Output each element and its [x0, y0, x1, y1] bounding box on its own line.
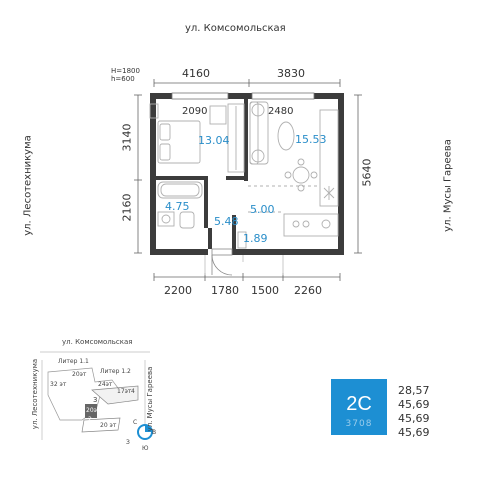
site-label-floors-3: 24эт	[98, 381, 113, 388]
room-area-living: 15.53	[295, 133, 327, 146]
window-height-label: H=1800 h=600	[111, 67, 140, 83]
furniture	[149, 101, 339, 249]
area-total-1: 45,69	[398, 398, 430, 411]
area-total-3: 45,69	[398, 426, 430, 439]
entrance-door	[211, 248, 233, 276]
site-label-floors-4: 17эт	[117, 388, 132, 395]
apartment-type: 2С	[346, 393, 372, 415]
dim-bottom-3: 1500	[251, 284, 279, 297]
site-label-floors-1: 20эт	[72, 371, 87, 378]
compass-icon	[137, 424, 153, 440]
bay-outlines	[204, 255, 284, 275]
site-label-liter-2: Литер 1.2	[100, 368, 131, 375]
compass-south: Ю	[142, 445, 149, 452]
compass-west: З	[126, 439, 130, 446]
dim-top-1: 4160	[182, 67, 210, 80]
site-label-num-2: 2	[88, 416, 92, 423]
dim-top-2: 3830	[277, 67, 305, 80]
dim-bottom-4: 2260	[294, 284, 322, 297]
room-dim-bedroom: 2090	[182, 106, 208, 117]
site-label-floors-5: 20эт	[86, 407, 101, 414]
room-dim-living: 2480	[268, 106, 294, 117]
site-street-left: ул. Лесотехникума	[31, 358, 39, 430]
site-label-num-3: 3	[93, 396, 98, 404]
dim-left-1: 3140	[120, 123, 134, 152]
street-left: ул. Лесотехникума	[22, 135, 34, 236]
dim-bottom-2: 1780	[211, 284, 239, 297]
windows	[171, 92, 315, 100]
apartment-type-badge: 2С 3708	[331, 379, 387, 435]
site-label-liter-1: Литер 1.1	[58, 358, 89, 365]
site-plan	[40, 351, 150, 440]
site-street-right: ул. Мусы Гареева	[146, 366, 154, 432]
walls	[150, 93, 344, 255]
site-label-num-4: 4	[131, 388, 135, 395]
compass-north: С	[133, 419, 138, 426]
site-label-floors-2: 32 эт	[50, 381, 67, 388]
site-street-top: ул. Комсомольская	[62, 338, 133, 346]
room-area-hall: 5.48	[214, 215, 239, 228]
compass-east: В	[152, 429, 157, 436]
dim-bottom-1: 2200	[164, 284, 192, 297]
street-top: ул. Комсомольская	[185, 23, 286, 34]
dim-right: 5640	[360, 158, 374, 187]
area-living: 28,57	[398, 384, 430, 397]
room-area-kitchen: 5.00	[250, 203, 275, 216]
dim-left-2: 2160	[120, 193, 134, 222]
apartment-code: 3708	[345, 419, 373, 429]
dimension-lines	[134, 79, 362, 281]
room-area-bedroom: 13.04	[198, 134, 230, 147]
room-area-corridor: 1.89	[243, 232, 268, 245]
area-total-2: 45,69	[398, 412, 430, 425]
street-right: ул. Мусы Гареева	[442, 139, 454, 232]
room-area-bathroom: 4.75	[165, 200, 190, 213]
site-label-floors-6: 20 эт	[100, 422, 117, 429]
